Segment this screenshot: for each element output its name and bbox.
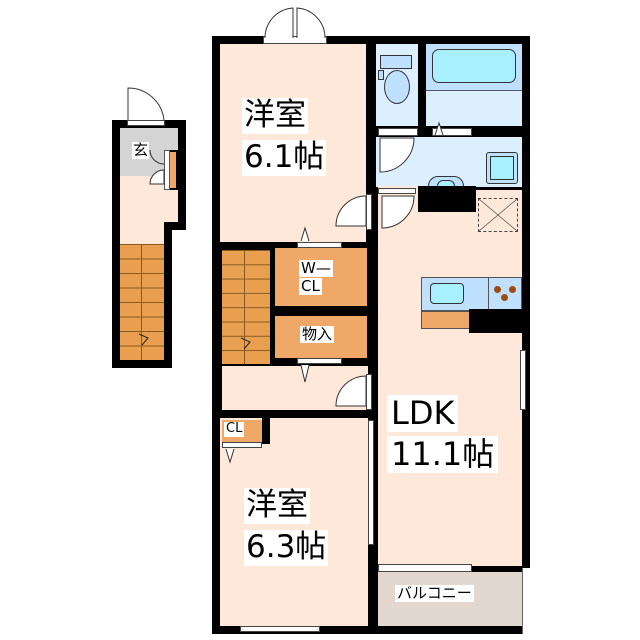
western-room-2-size: 6.3帖 (244, 529, 329, 566)
room1-balcony-door-opening (263, 36, 327, 44)
main-stairs-direction-arrow-icon (240, 337, 251, 350)
closet-label: CL (224, 421, 245, 437)
wcl-label-line1: W— (299, 259, 333, 278)
annex-entry-swing-icon (149, 149, 165, 165)
toilet-tank (380, 55, 412, 69)
ldk-name: LDK (387, 395, 459, 432)
ldk-room (378, 190, 522, 566)
room1-double-door-icon[interactable] (263, 6, 327, 40)
hallway-ldk-door-icon[interactable] (334, 374, 368, 410)
bathtub-icon (432, 49, 516, 83)
refrigerator-space (469, 309, 522, 333)
bathroom-door[interactable] (432, 128, 472, 136)
closet-door[interactable] (222, 442, 262, 448)
stairs-direction-arrow-icon (138, 333, 149, 346)
ldk-balcony-window[interactable] (378, 564, 472, 572)
entrance-label: 玄 (132, 141, 150, 160)
ldk-size: 11.1帖 (387, 436, 499, 473)
room2-window[interactable] (240, 626, 320, 632)
annex-stairs (120, 244, 164, 360)
stove-burner-icon (494, 286, 501, 293)
washroom-door-icon[interactable] (380, 194, 416, 230)
ldk-east-window[interactable] (520, 350, 526, 410)
bathroom-door-arrow-icon (434, 121, 444, 136)
annex-inner-door-icon[interactable] (148, 168, 166, 192)
wcl-label-line2: CL (299, 277, 322, 296)
western-room-1-name: 洋室 (242, 97, 308, 134)
kitchen-sink-icon (430, 283, 464, 304)
room2-sliding-door[interactable] (368, 420, 374, 545)
ceiling-storage-hatch (478, 198, 518, 232)
closet-door-arrow-icon (225, 448, 235, 464)
storage-label: 物入 (300, 325, 335, 344)
storage-door-arrow-icon (300, 364, 310, 383)
entrance-door-icon[interactable] (127, 86, 167, 126)
western-room-1-size: 6.1帖 (242, 139, 327, 176)
room1-door-icon[interactable] (334, 194, 368, 230)
main-stairs (222, 250, 270, 364)
western-room-2-name: 洋室 (244, 487, 310, 524)
storage-door[interactable] (297, 358, 342, 364)
toilet-bowl-icon (384, 70, 410, 104)
wcl-door[interactable] (297, 242, 342, 248)
toilet-door-icon[interactable] (378, 136, 418, 176)
kitchen-cabinet (421, 311, 471, 329)
entrance-door-opening (127, 120, 165, 126)
annex-landing-narrow (120, 224, 164, 244)
balcony-label: バルコニー (395, 584, 474, 603)
stove-burner-icon (501, 294, 508, 301)
wcl-door-arrow-icon (300, 226, 310, 242)
stove-burner-icon (509, 286, 516, 293)
